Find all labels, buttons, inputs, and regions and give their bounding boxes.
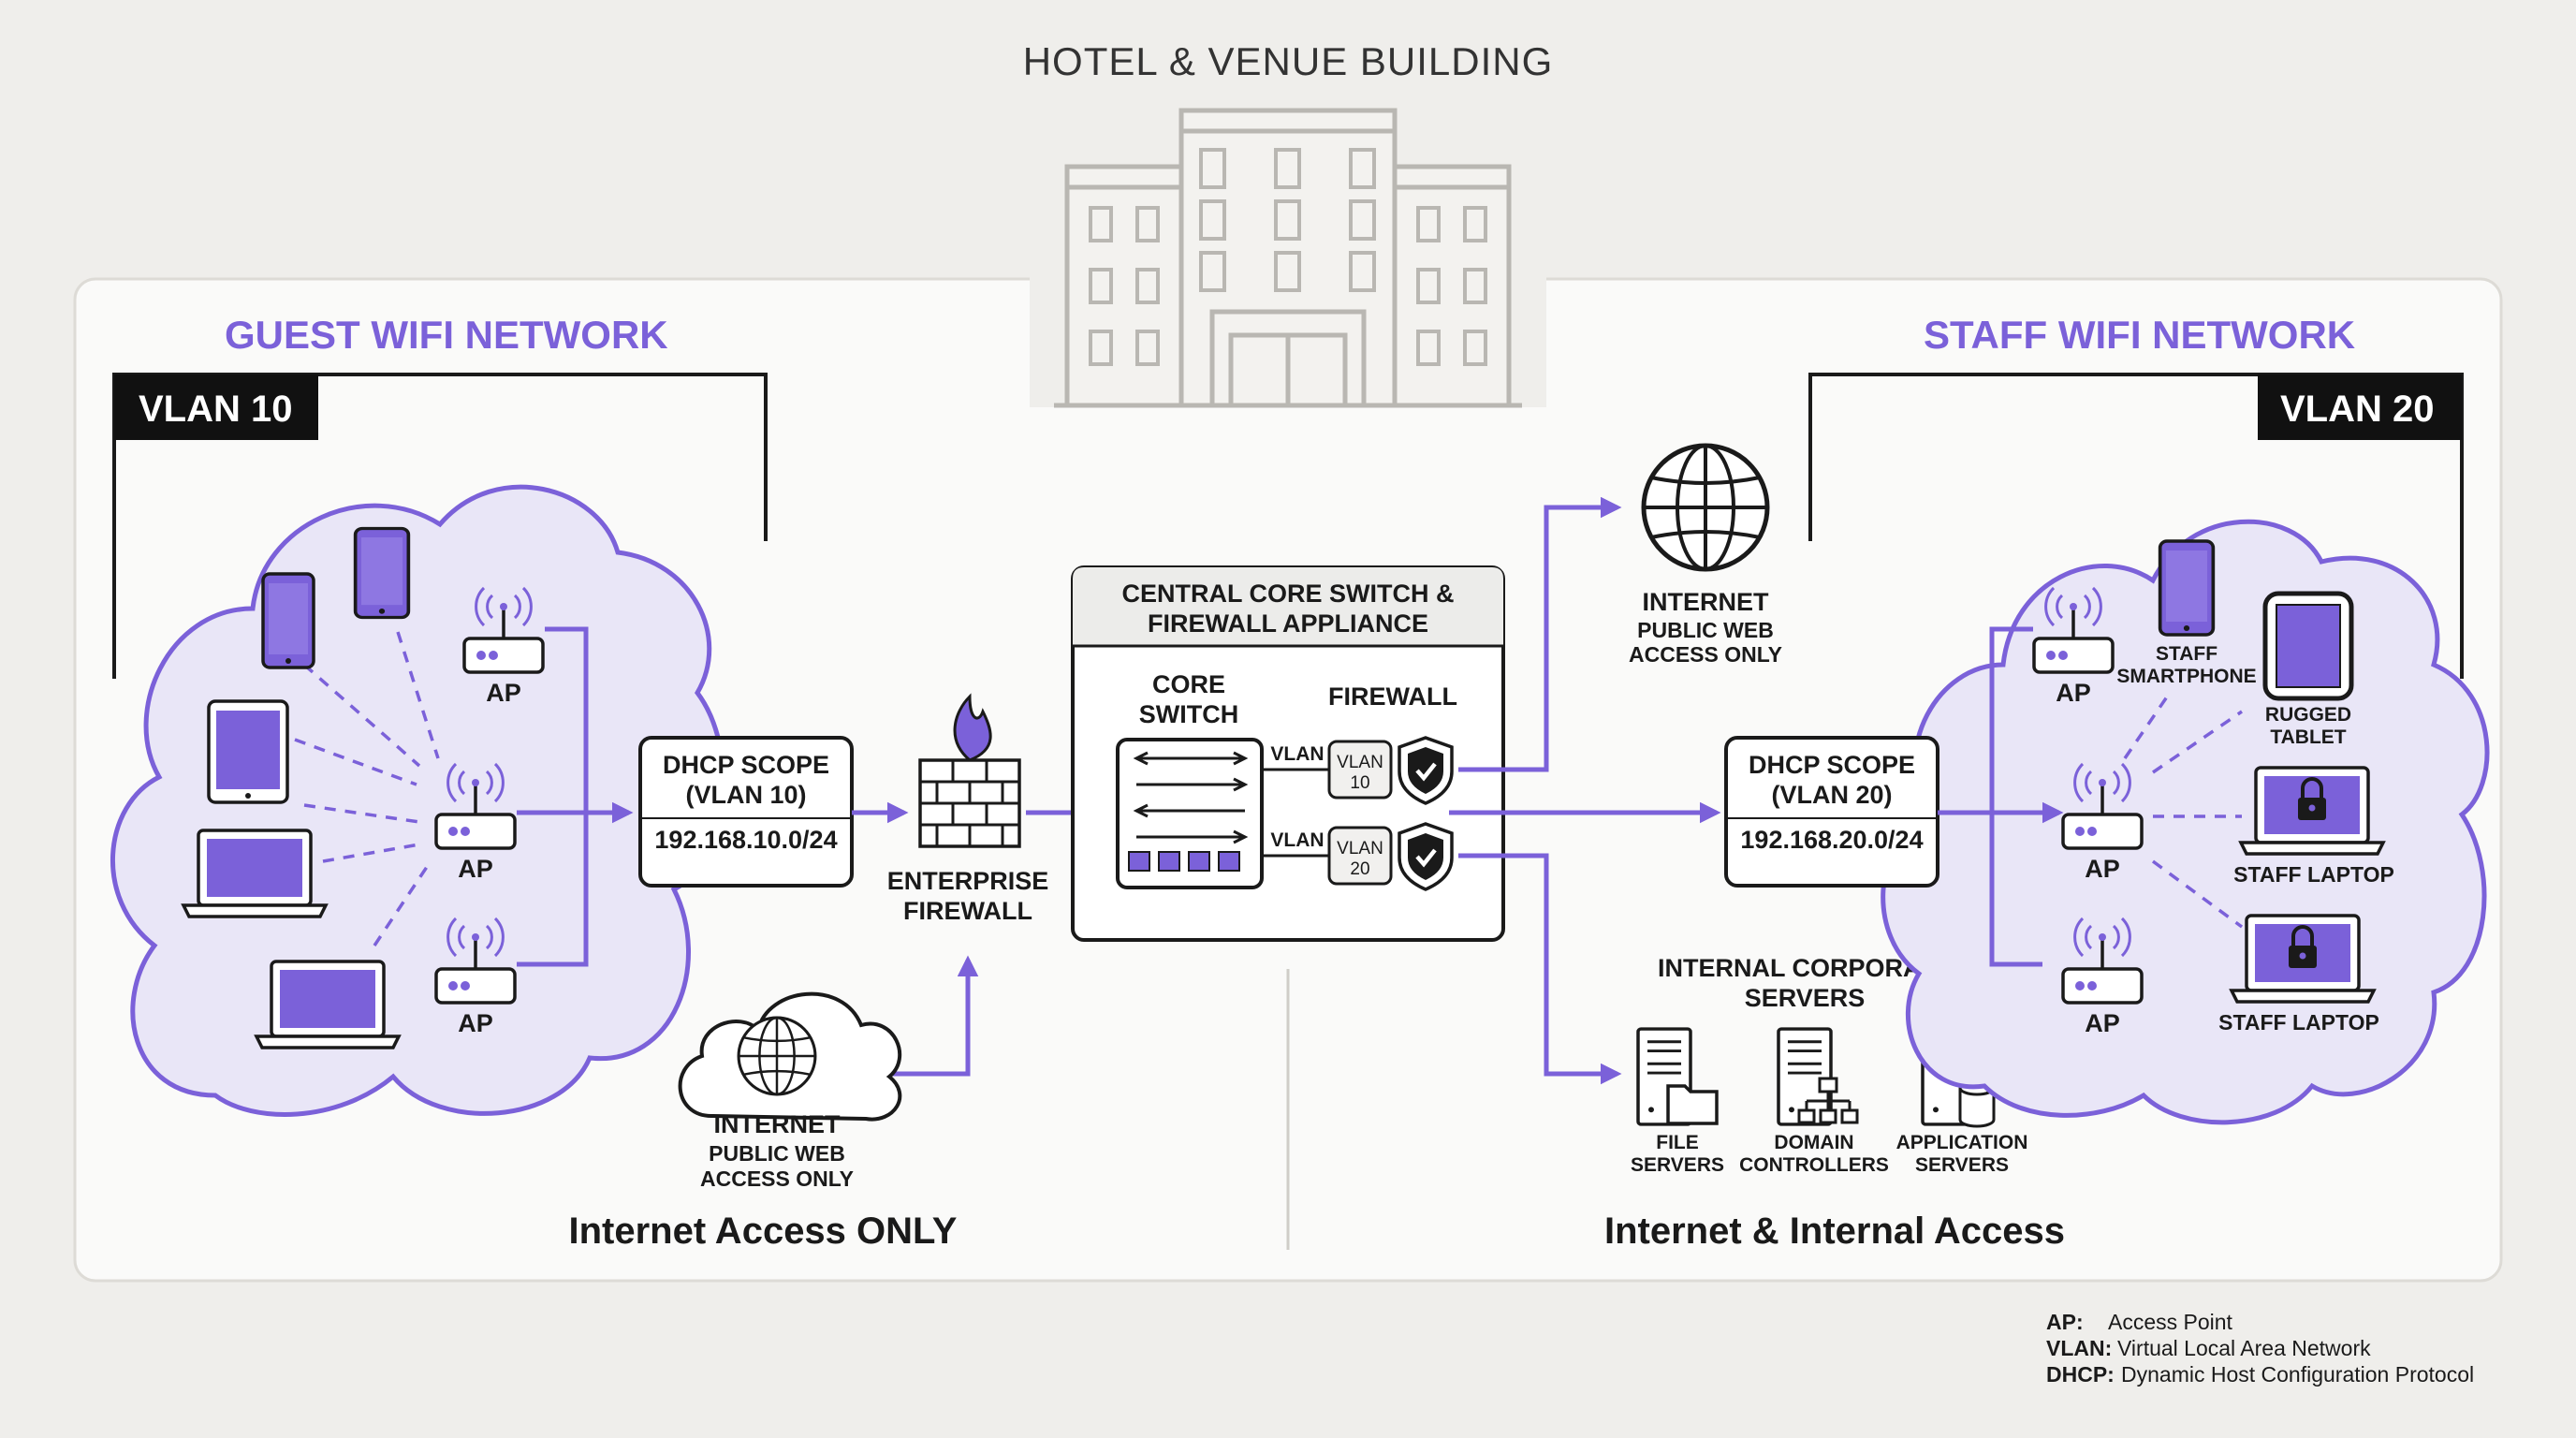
tablet-icon	[207, 699, 289, 804]
smartphone-icon	[353, 526, 411, 620]
svg-text:DHCP SCOPE: DHCP SCOPE	[663, 751, 829, 779]
tablet-icon	[2262, 591, 2354, 701]
staff-ap-label: AP	[2056, 679, 2091, 707]
svg-text:20: 20	[1350, 859, 1369, 879]
core-to-internet	[1458, 496, 1622, 772]
staff-network-title: STAFF WIFI NETWORK	[1924, 313, 2355, 357]
internet-to-firewall	[887, 955, 979, 1077]
legend: AP: Access Point VLAN: Virtual Local Are…	[2046, 1310, 2474, 1387]
svg-text:VLAN: VLAN	[1337, 839, 1383, 858]
file-servers-label: FILE	[1656, 1132, 1699, 1153]
staff-laptop-label: STAFF LAPTOP	[2218, 1010, 2379, 1034]
staff-dhcp-box: DHCP SCOPE (VLAN 20) 192.168.20.0/24	[1724, 736, 1939, 888]
staff-internet-title: INTERNET	[1643, 588, 1770, 616]
switch-icon	[1116, 738, 1264, 889]
page-title: HOTEL & VENUE BUILDING	[1023, 39, 1554, 83]
svg-text:DHCP SCOPE: DHCP SCOPE	[1749, 751, 1915, 779]
staff-internet-desc: PUBLIC WEB	[1637, 618, 1774, 642]
application-servers-label: APPLICATION	[1896, 1132, 2028, 1153]
guest-ap-trunk	[517, 626, 634, 967]
smartphone-icon	[2158, 539, 2216, 637]
svg-text:(VLAN 10): (VLAN 10)	[685, 781, 806, 809]
staff-laptop-label: STAFF LAPTOP	[2233, 862, 2394, 887]
shield-icon	[1399, 738, 1452, 803]
vlan-20-path: VLAN VLAN 20	[1262, 824, 1452, 889]
staff-footer: Internet & Internal Access	[1604, 1211, 2065, 1252]
svg-text:Access Point: Access Point	[2108, 1310, 2233, 1334]
staff-smartphone-label: STAFF	[2156, 643, 2217, 665]
shield-icon	[1399, 824, 1452, 889]
file-servers-label: SERVERS	[1631, 1154, 1724, 1176]
staff-ap-trunk	[1938, 626, 2064, 967]
guest-device-links	[294, 631, 440, 946]
svg-text:SWITCH: SWITCH	[1139, 700, 1238, 728]
guest-dhcp-box: DHCP SCOPE (VLAN 10) 192.168.10.0/24	[638, 736, 854, 888]
application-servers-label: SERVERS	[1915, 1154, 2009, 1176]
svg-text:FIREWALL APPLIANCE: FIREWALL APPLIANCE	[1148, 609, 1428, 638]
domain-controllers-label: DOMAIN	[1774, 1132, 1853, 1153]
rugged-tablet-label: RUGGED	[2265, 704, 2351, 726]
staff-ap-label: AP	[2085, 1009, 2120, 1037]
hierarchy-icon	[1797, 1077, 1859, 1124]
firewall-icon	[918, 693, 1021, 848]
guest-vlan-tag	[114, 374, 318, 440]
guest-internet-desc: ACCESS ONLY	[700, 1167, 854, 1191]
staff-internet-desc: ACCESS ONLY	[1629, 642, 1782, 667]
guest-footer: Internet Access ONLY	[569, 1211, 958, 1252]
vlan-10-path: VLAN VLAN 10	[1262, 738, 1452, 803]
svg-text:CORE: CORE	[1152, 670, 1225, 698]
staff-bracket	[1808, 373, 2464, 679]
staff-vlan-tag	[2258, 374, 2462, 440]
svg-text:VLAN: VLAN	[1270, 743, 1324, 765]
svg-text:FIREWALL: FIREWALL	[1328, 682, 1457, 711]
guest-vlan-label: VLAN 10	[139, 389, 293, 430]
core-to-servers	[1458, 853, 1622, 1085]
staff-device-links	[2123, 692, 2244, 929]
enterprise-firewall-label: FIREWALL	[903, 897, 1032, 925]
svg-text:192.168.10.0/24: 192.168.10.0/24	[654, 826, 837, 854]
smartphone-icon	[261, 572, 315, 669]
staff-smartphone-label: SMARTPHONE	[2116, 666, 2256, 687]
svg-text:CENTRAL CORE SWITCH &: CENTRAL CORE SWITCH &	[1122, 580, 1455, 608]
building-icon	[1030, 108, 1546, 408]
svg-text:VLAN:: VLAN:	[2046, 1336, 2112, 1360]
globe-icon	[737, 1016, 817, 1096]
svg-text:(VLAN 20): (VLAN 20)	[1771, 781, 1892, 809]
laptop-icon	[182, 829, 328, 918]
guest-internet-desc: PUBLIC WEB	[709, 1141, 845, 1166]
svg-text:VLAN: VLAN	[1270, 829, 1324, 851]
svg-text:192.168.20.0/24: 192.168.20.0/24	[1740, 826, 1923, 854]
guest-ap-label: AP	[486, 679, 521, 707]
svg-text:DHCP:: DHCP:	[2046, 1362, 2115, 1387]
svg-text:10: 10	[1350, 773, 1369, 793]
globe-icon	[1644, 446, 1767, 569]
guest-network-title: GUEST WIFI NETWORK	[225, 313, 668, 357]
domain-controllers-label: CONTROLLERS	[1739, 1154, 1889, 1176]
staff-ap-label: AP	[2085, 855, 2120, 883]
guest-ap-label: AP	[458, 855, 493, 883]
servers-title: SERVERS	[1745, 984, 1866, 1012]
svg-text:Virtual Local Area Network: Virtual Local Area Network	[2117, 1336, 2371, 1360]
guest-internet-title: INTERNET	[714, 1110, 842, 1138]
staff-vlan-label: VLAN 20	[2280, 389, 2435, 430]
guest-bracket	[112, 373, 768, 679]
folder-icon	[1666, 1084, 1719, 1125]
svg-text:VLAN: VLAN	[1337, 753, 1383, 772]
rugged-tablet-label: TABLET	[2270, 726, 2346, 748]
laptop-icon	[255, 960, 401, 1049]
guest-ap-label: AP	[458, 1009, 493, 1037]
svg-text:Dynamic Host Configuration Pro: Dynamic Host Configuration Protocol	[2121, 1362, 2474, 1387]
svg-text:AP:: AP:	[2046, 1310, 2084, 1334]
enterprise-firewall-label: ENTERPRISE	[887, 867, 1049, 895]
